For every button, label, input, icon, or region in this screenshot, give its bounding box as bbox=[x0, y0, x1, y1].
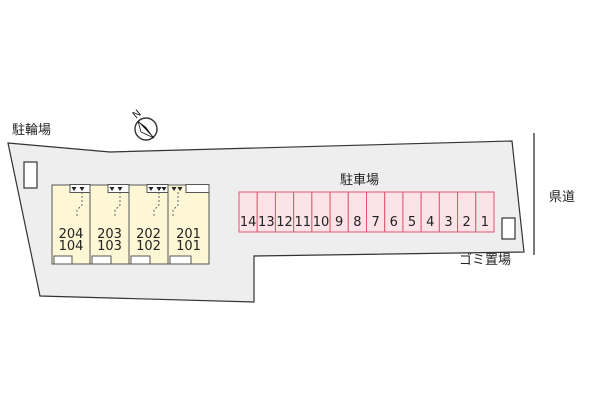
parking-space-8: 8 bbox=[347, 191, 367, 233]
parking-space-14: 14 bbox=[238, 191, 258, 233]
parking-space-7: 7 bbox=[366, 191, 386, 233]
parking-space-4: 4 bbox=[420, 191, 440, 233]
stair-marker-icon bbox=[109, 187, 115, 191]
unit-lower-label: 101 bbox=[176, 239, 201, 254]
parking-space-10: 10 bbox=[311, 191, 331, 233]
unit-upper-label: 201 bbox=[176, 227, 201, 242]
unit-lower-label: 104 bbox=[59, 239, 84, 254]
entrance-notch bbox=[53, 255, 73, 265]
parking-space-2: 2 bbox=[457, 191, 477, 233]
parking-space-5: 5 bbox=[402, 191, 422, 233]
parking-space-number: 13 bbox=[258, 215, 275, 230]
parking-space-number: 9 bbox=[335, 215, 343, 230]
stair-marker-icon bbox=[71, 187, 77, 191]
parking-space-number: 1 bbox=[481, 215, 489, 230]
parking-space-number: 6 bbox=[390, 215, 398, 230]
parking-space-number: 12 bbox=[276, 215, 293, 230]
parking-space-number: 11 bbox=[294, 215, 311, 230]
north-compass-icon bbox=[134, 117, 158, 141]
stair-marker-icon bbox=[171, 187, 177, 191]
stair-marker-icon bbox=[117, 187, 123, 191]
unit-lower-label: 102 bbox=[136, 239, 161, 254]
unit-body bbox=[128, 184, 169, 265]
parking-space-number: 3 bbox=[444, 215, 452, 230]
parking-space-6: 6 bbox=[384, 191, 404, 233]
unit-upper-label: 203 bbox=[97, 227, 122, 242]
stair-path bbox=[76, 192, 83, 218]
unit-upper-label: 202 bbox=[136, 227, 161, 242]
prefectural-road-label: 県道 bbox=[549, 190, 576, 205]
unit-body bbox=[51, 184, 91, 265]
stair-marker-icon bbox=[148, 187, 154, 191]
parking-space-3: 3 bbox=[438, 191, 459, 233]
parking-space-12: 12 bbox=[274, 191, 295, 233]
stair-marker-icon bbox=[177, 187, 183, 191]
parking-space-number: 5 bbox=[408, 215, 416, 230]
parking-space-11: 11 bbox=[293, 191, 313, 233]
stair-marker-icon bbox=[79, 187, 85, 191]
entrance-notch bbox=[169, 255, 192, 265]
parking-space-number: 14 bbox=[240, 215, 257, 230]
parking-space-number: 7 bbox=[371, 215, 379, 230]
parking-space-number: 8 bbox=[353, 215, 361, 230]
parking-space-13: 13 bbox=[256, 191, 276, 233]
parking-space-1: 1 bbox=[475, 191, 495, 233]
stair-path bbox=[153, 192, 160, 218]
parking-space-number: 10 bbox=[313, 215, 330, 230]
parking-space-number: 4 bbox=[426, 215, 434, 230]
unit-upper-label: 204 bbox=[59, 227, 84, 242]
car-parking-label: 駐車場 bbox=[340, 173, 380, 188]
stair-path bbox=[114, 192, 121, 218]
unit-body bbox=[167, 184, 210, 265]
unit-body bbox=[89, 184, 130, 265]
entrance-notch bbox=[91, 255, 112, 265]
entrance-notch bbox=[130, 255, 151, 265]
parking-space-box bbox=[475, 191, 495, 233]
parking-space-number: 2 bbox=[463, 215, 471, 230]
parking-space-9: 9 bbox=[329, 191, 349, 233]
garbage-area-label: ゴミ置場 bbox=[459, 253, 512, 268]
unit-lower-label: 103 bbox=[97, 239, 122, 254]
bicycle-parking-label: 駐輪場 bbox=[12, 123, 52, 138]
bicycle-parking-area bbox=[23, 161, 38, 189]
stair-path bbox=[172, 192, 179, 218]
stair-marker-icon bbox=[156, 187, 162, 191]
stair-marker-icon bbox=[161, 187, 167, 191]
garbage-area bbox=[501, 217, 516, 240]
balcony-notch bbox=[185, 184, 210, 193]
